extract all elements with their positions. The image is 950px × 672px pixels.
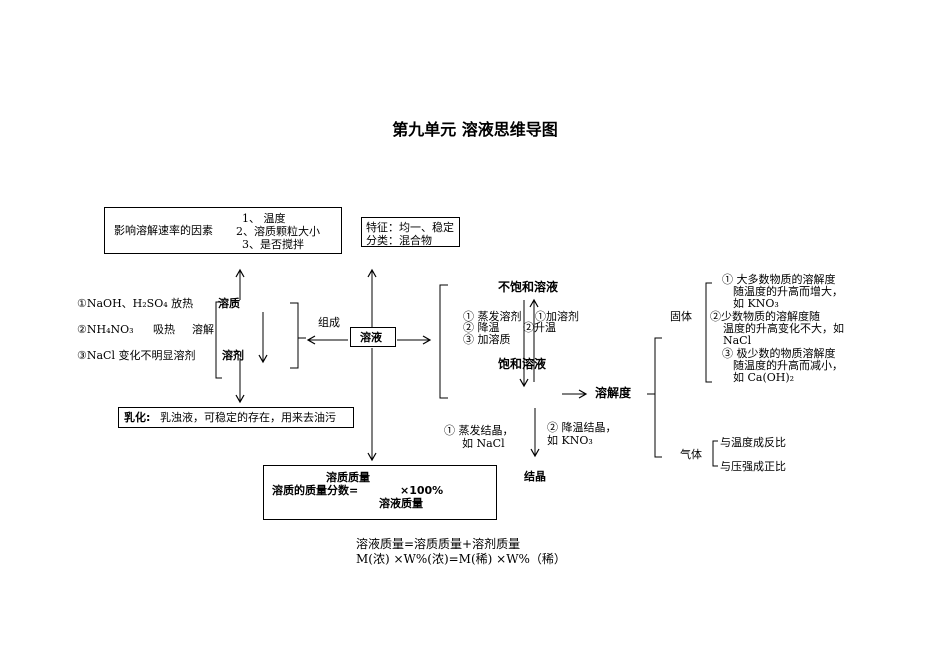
features-line: 特征：均一、稳定	[366, 221, 454, 234]
page-title: 第九单元 溶液思维导图	[392, 120, 558, 139]
solubility-bracket	[654, 337, 662, 458]
dissolve-factors-heading: 影响溶解速率的因素	[114, 224, 213, 237]
gas-item: 与温度成反比	[720, 436, 786, 449]
heat-effect-row: 溶解	[192, 323, 214, 336]
solid-item: 随温度的升高而增大，	[733, 285, 843, 298]
gas-item: 与压强成正比	[720, 460, 786, 473]
factor-item: 3、是否搅拌	[242, 238, 304, 251]
center-node: 溶液	[360, 331, 382, 344]
fraction-denominator: 溶液质量	[379, 497, 423, 510]
times-hundred: ×100%	[400, 484, 444, 497]
solvent-label: 溶剂	[222, 349, 244, 362]
unsaturation-method: ①加溶剂	[535, 310, 579, 323]
crystallization-label: 结晶	[524, 470, 546, 483]
saturation-bracket	[439, 284, 448, 399]
dilution-formula: M(浓) ×W%(浓)=M(稀) ×W%（稀）	[356, 552, 566, 566]
solid-item: 如 KNO₃	[733, 297, 779, 310]
heat-effect-row: ③NaCl 变化不明显溶剂	[77, 349, 196, 362]
dissolve-factors-box	[104, 207, 342, 254]
emulsify-text: 乳浊液，可稳定的存在，用来去油污	[160, 411, 336, 424]
emulsify-label: 乳化:	[124, 411, 151, 424]
saturated-solution: 饱和溶液	[498, 357, 547, 371]
composition-bracket	[290, 302, 299, 369]
heat-effect-row: ②NH₄NO₃	[77, 323, 134, 336]
emulsify-box	[118, 407, 354, 428]
gas-label: 气体	[680, 448, 702, 461]
saturation-method: ② 降温	[463, 321, 500, 334]
unsaturated-solution: 不饱和溶液	[498, 280, 559, 294]
solid-item: NaCl	[723, 334, 752, 347]
solid-item: 如 Ca(OH)₂	[733, 371, 795, 384]
unsaturation-method: ②升温	[523, 321, 556, 334]
heat-effect-row: ①NaOH、H₂SO₄ 放热	[77, 297, 194, 310]
crystallization-example: 如 KNO₃	[547, 434, 593, 447]
center-node-box	[350, 327, 396, 347]
crystallization-method: ② 降温结晶，	[547, 421, 617, 434]
solid-item: 温度的升高变化不大，如	[723, 322, 844, 335]
saturation-method: ① 蒸发溶剂	[463, 310, 522, 323]
mass-fraction-label: 溶质的质量分数=	[272, 484, 359, 497]
mass-fraction-box	[263, 465, 497, 520]
solute-label: 溶质	[218, 297, 240, 310]
mass-formula: 溶液质量=溶质质量+溶剂质量	[356, 537, 521, 551]
factor-item: 2、溶质颗粒大小	[236, 225, 320, 238]
fraction-numerator: 溶质质量	[326, 471, 370, 484]
features-box	[361, 217, 460, 247]
solid-label: 固体	[670, 310, 692, 323]
composition-label: 组成	[318, 316, 340, 329]
solid-item: ③ 极少数的物质溶解度	[722, 347, 836, 360]
solubility-label: 溶解度	[595, 386, 632, 400]
heat-effect-row: 吸热	[153, 323, 175, 336]
crystallization-method: ① 蒸发结晶，	[444, 424, 514, 437]
heat-bracket	[215, 301, 222, 379]
saturation-method: ③ 加溶质	[463, 333, 511, 346]
solid-item: 随温度的升高而减小，	[733, 359, 843, 372]
solid-item: ②少数物质的溶解度随	[710, 310, 820, 323]
classification-line: 分类：混合物	[366, 234, 432, 247]
solid-item: ① 大多数物质的溶解度	[722, 273, 836, 286]
factor-item: 1、 温度	[242, 212, 286, 225]
crystallization-example: 如 NaCl	[462, 437, 505, 450]
